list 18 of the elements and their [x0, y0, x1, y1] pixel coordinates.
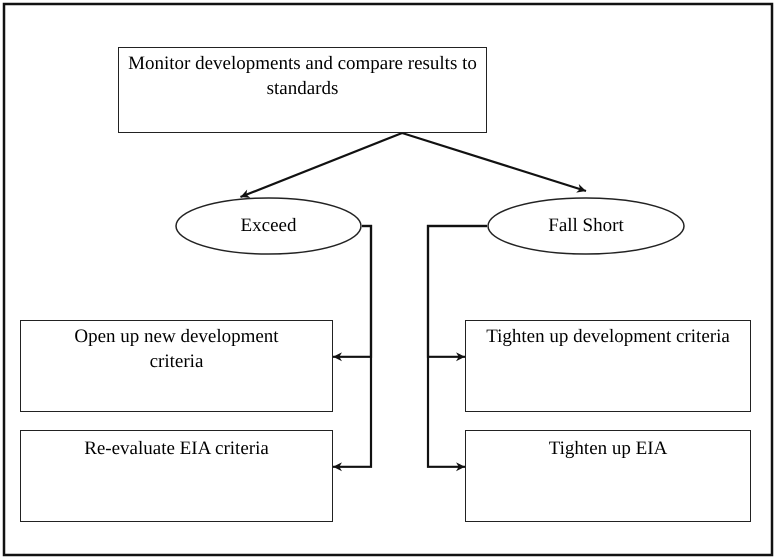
process-box: [20, 320, 333, 412]
node-text: Tighten up development criteria: [486, 325, 730, 349]
process-box: [118, 47, 487, 133]
node-text: Tighten up EIA: [548, 437, 668, 461]
node-text: Monitor developments and compare results to standards: [127, 52, 478, 101]
node-text: Fall Short: [548, 214, 624, 238]
node-text: Re-evaluate EIA criteria: [83, 437, 270, 461]
arrow: [426, 224, 487, 472]
process-box: [465, 430, 751, 522]
node-text: Exceed: [240, 214, 296, 238]
arrow: [240, 132, 403, 198]
outcome-ellipse: [487, 197, 685, 255]
outcome-ellipse: [175, 197, 362, 255]
arrow: [333, 224, 372, 472]
process-box: [465, 320, 751, 412]
arrow: [402, 132, 586, 193]
process-box: [20, 430, 333, 522]
node-text: Open up new development criteria: [73, 325, 280, 374]
